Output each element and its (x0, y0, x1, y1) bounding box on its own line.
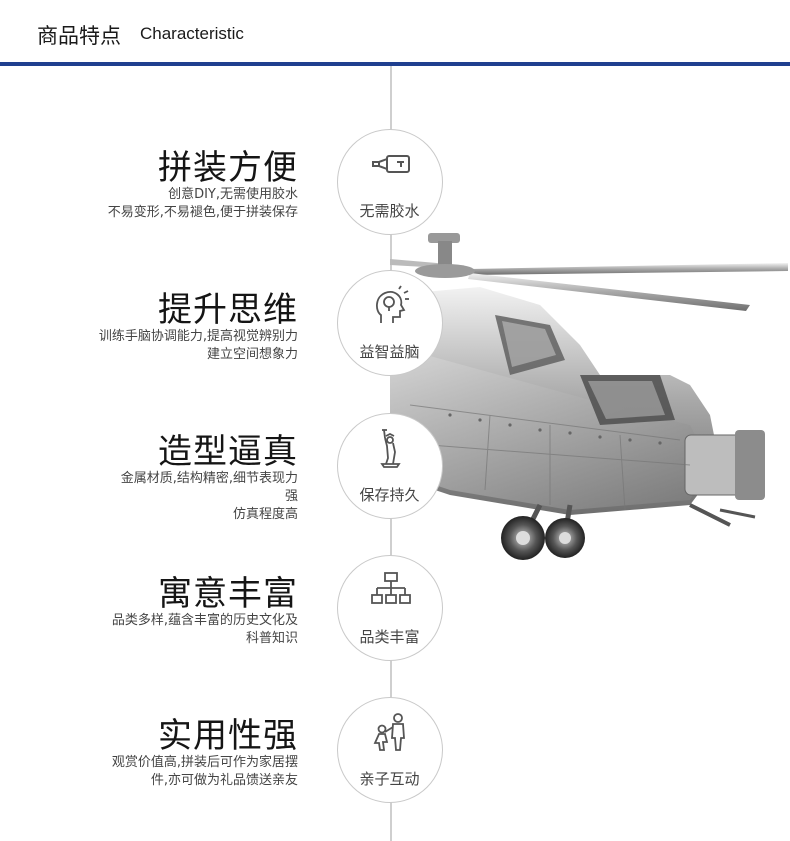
feature-title: 寓意丰富 (158, 574, 298, 614)
feature-description: 金属材质,结构精密,细节表现力 强 仿真程度高 (48, 470, 298, 524)
feature-description-line: 观赏价值高,拼装后可作为家居摆 (111, 755, 298, 770)
feature-title: 拼装方便 (158, 148, 298, 188)
feature-thinking: 提升思维 训练手脑协调能力,提高视觉辨别力 建立空间想象力 (0, 282, 790, 392)
feature-description-line: 件,亦可做为礼品馈送亲友 (150, 773, 298, 788)
feature-realistic: 造型逼真 金属材质,结构精密,细节表现力 强 仿真程度高 (0, 424, 790, 534)
feature-description-line: 创意DIY,无需使用胶水 (168, 187, 298, 202)
feature-description-line: 仿真程度高 (232, 507, 298, 522)
feature-badge-variety: 品类丰富 (337, 555, 443, 661)
feature-badge-label: 亲子互动 (359, 770, 420, 788)
glue-tube-icon (372, 155, 410, 173)
feature-badge-label: 益智益脑 (359, 343, 420, 361)
feature-description: 训练手脑协调能力,提高视觉辨别力 建立空间想象力 (48, 328, 298, 364)
parent-child-icon (373, 713, 405, 751)
feature-badge-label: 品类丰富 (359, 628, 420, 646)
hierarchy-icon (371, 572, 411, 604)
feature-badge-durable: 保存持久 (337, 413, 443, 519)
feature-badge-label: 无需胶水 (359, 202, 420, 220)
feature-description-line: 科普知识 (245, 631, 298, 646)
feature-description-line: 不易变形,不易褪色,便于拼装保存 (107, 205, 298, 220)
page-header: 商品特点 Characteristic (0, 0, 790, 66)
feature-practical: 实用性强 观赏价值高,拼装后可作为家居摆 件,亦可做为礼品馈送亲友 (0, 708, 790, 818)
feature-title: 造型逼真 (158, 432, 298, 472)
feature-description-line: 金属材质,结构精密,细节表现力 (120, 471, 298, 486)
feature-description-line: 训练手脑协调能力,提高视觉辨别力 (98, 329, 298, 344)
feature-meaning: 寓意丰富 品类多样,蕴含丰富的历史文化及 科普知识 (0, 566, 790, 676)
header-divider (0, 62, 790, 66)
feature-description-line: 建立空间想象力 (206, 347, 298, 362)
feature-title: 提升思维 (158, 290, 298, 330)
feature-description: 观赏价值高,拼装后可作为家居摆 件,亦可做为礼品馈送亲友 (48, 754, 298, 790)
feature-description-line: 强 (284, 489, 298, 504)
feature-description-line: 品类多样,蕴含丰富的历史文化及 (111, 613, 298, 628)
feature-description: 品类多样,蕴含丰富的历史文化及 科普知识 (48, 612, 298, 648)
helicopter-model-image (390, 233, 788, 560)
head-lightbulb-icon (376, 285, 409, 323)
feature-badge-family: 亲子互动 (337, 697, 443, 803)
header-title-en: Characteristic (140, 24, 244, 43)
feature-description: 创意DIY,无需使用胶水 不易变形,不易褪色,便于拼装保存 (48, 186, 298, 222)
feature-badge-label: 保存持久 (359, 486, 420, 504)
feature-badge-no-glue: 无需胶水 (337, 129, 443, 235)
statue-of-liberty-icon (380, 429, 401, 468)
feature-assembly: 拼装方便 创意DIY,无需使用胶水 不易变形,不易褪色,便于拼装保存 (0, 140, 790, 250)
feature-title: 实用性强 (158, 716, 298, 756)
header-title-cn: 商品特点 (37, 24, 121, 48)
feature-badge-puzzle: 益智益脑 (337, 270, 443, 376)
